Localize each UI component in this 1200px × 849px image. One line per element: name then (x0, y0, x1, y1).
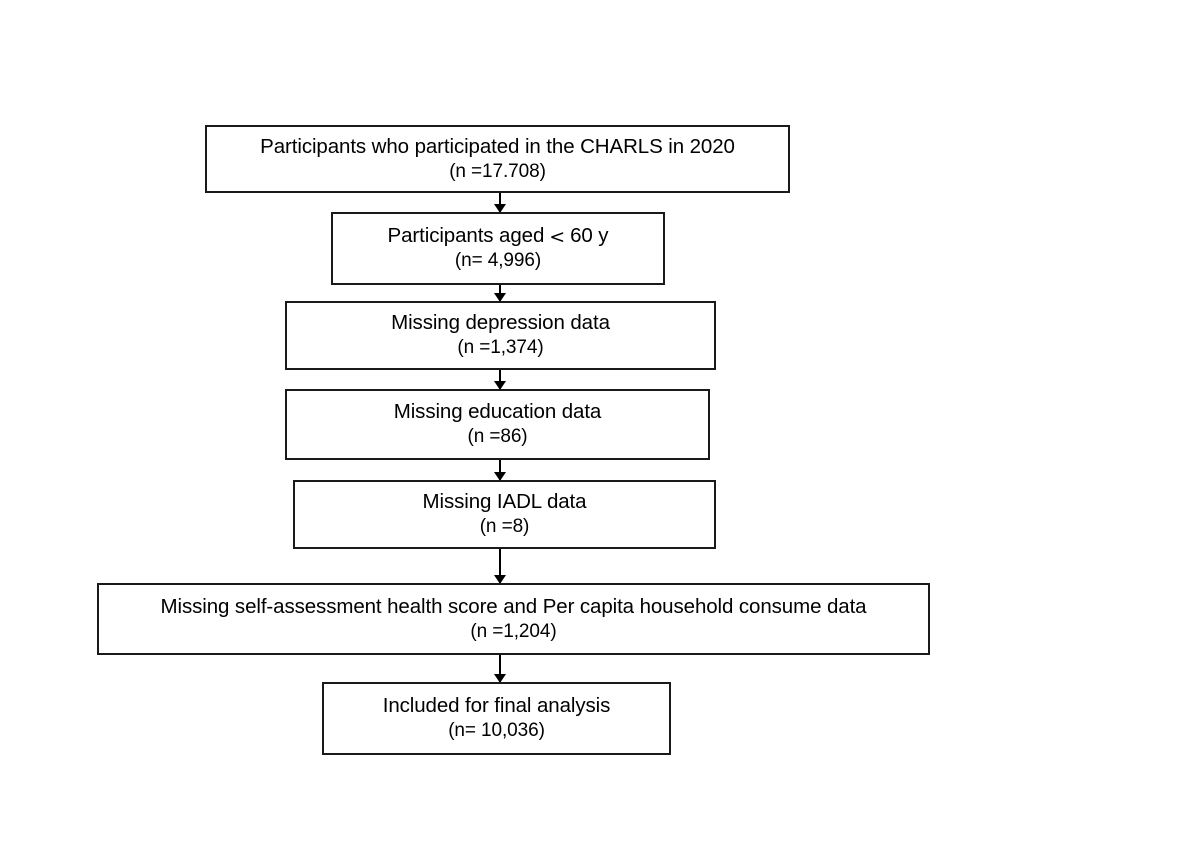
node-label: Participants aged<60 y (388, 224, 609, 248)
connector-node2-to-node3 (494, 285, 506, 302)
node-count: (n =86) (467, 426, 528, 448)
down-arrow-icon (494, 575, 506, 584)
node-label: Included for final analysis (382, 694, 611, 718)
node-count: (n= 10,036) (448, 720, 545, 742)
flowchart-node-participants-charls-2020: Participants who participated in the CHA… (205, 125, 790, 193)
connector-node6-to-node7 (494, 655, 506, 683)
down-arrow-icon (494, 293, 506, 302)
node-count: (n =1,204) (470, 620, 557, 642)
node-count: (n =17.708) (449, 160, 546, 182)
node-count: (n =8) (479, 516, 530, 538)
connector-node4-to-node5 (494, 460, 506, 481)
down-arrow-icon (494, 204, 506, 213)
node-count: (n= 4,996) (454, 250, 542, 272)
connector-node1-to-node2 (494, 193, 506, 213)
node-count: (n =1,374) (457, 337, 544, 359)
node-label: Missing self-assessment health score and… (160, 594, 867, 618)
node-label: Missing IADL data (422, 490, 587, 514)
node-label: Missing depression data (391, 311, 610, 335)
down-arrow-icon (494, 472, 506, 481)
flowchart-node-missing-health-score-and-consume-data: Missing self-assessment health score and… (97, 583, 930, 655)
node-label: Missing education data (393, 400, 602, 424)
node-label-text-after-operator: 60 y (570, 224, 609, 248)
node-label: Participants who participated in the CHA… (260, 134, 735, 158)
node-label-text-before-operator: Participants aged (387, 224, 545, 248)
connector-node3-to-node4 (494, 370, 506, 390)
flowchart-node-missing-iadl-data: Missing IADL data (n =8) (293, 480, 716, 549)
flowchart-node-participants-aged-under-60: Participants aged<60 y (n= 4,996) (331, 212, 665, 285)
flowchart-node-included-for-final-analysis: Included for final analysis (n= 10,036) (322, 682, 671, 755)
connector-node5-to-node6 (494, 549, 506, 584)
flowchart-node-missing-education-data: Missing education data (n =86) (285, 389, 710, 460)
down-arrow-icon (494, 674, 506, 683)
flowchart-node-missing-depression-data: Missing depression data (n =1,374) (285, 301, 716, 370)
down-arrow-icon (494, 381, 506, 390)
less-than-icon: < (549, 226, 566, 249)
